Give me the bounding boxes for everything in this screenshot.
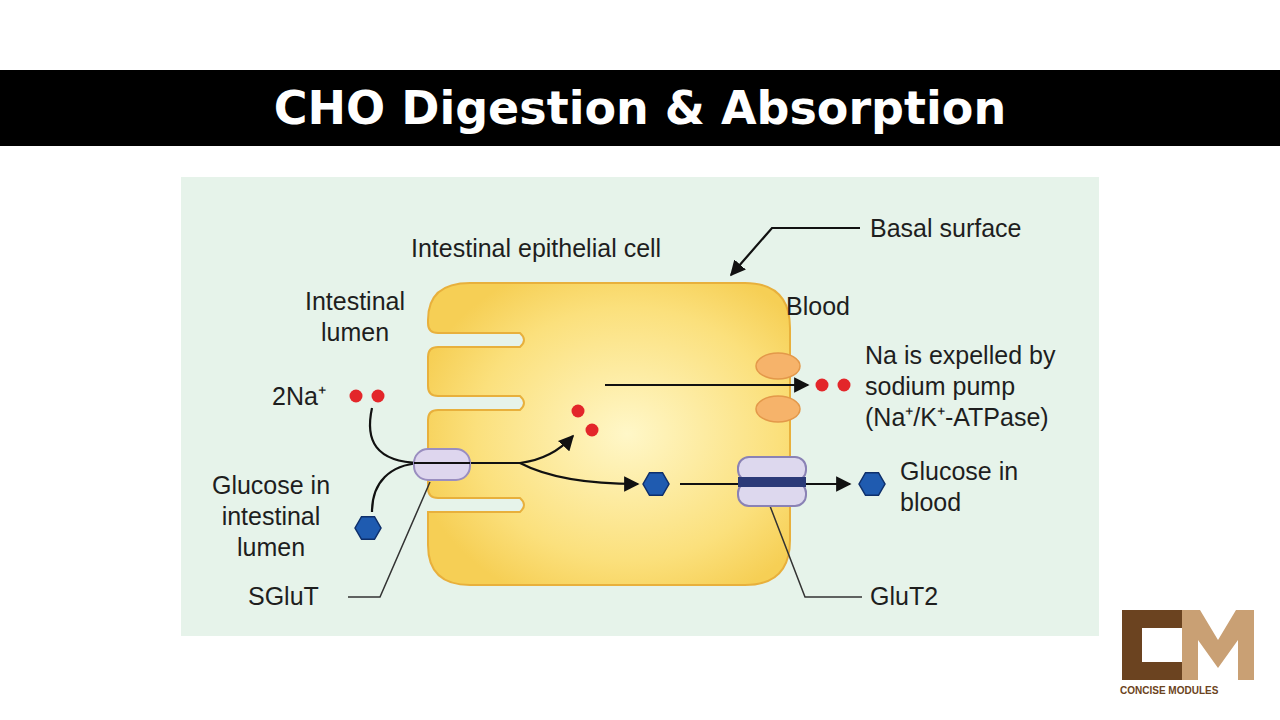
glucose-molecule xyxy=(643,473,669,496)
ion-label: 2Na⁺ xyxy=(272,381,344,412)
region-label: Blood xyxy=(786,291,876,322)
transporter-label: GluT2 xyxy=(870,581,966,612)
pointer-label: Basal surface xyxy=(870,213,1090,244)
sodium-ion xyxy=(372,390,385,403)
cell-label: Intestinal epithelial cell xyxy=(411,233,831,264)
logo-text: CONCISE MODULES xyxy=(1120,684,1270,698)
sodium-ion xyxy=(838,379,851,392)
glucose-molecule xyxy=(859,473,885,496)
glucose-arrow xyxy=(520,463,638,484)
molecule-label: Glucose in intestinal lumen xyxy=(196,470,346,563)
sglut-transporter xyxy=(414,449,470,480)
sodium-pump-arrow xyxy=(605,384,808,386)
molecule-label: Glucose in blood xyxy=(900,456,1050,518)
basal-pointer xyxy=(731,228,860,275)
leader-line xyxy=(770,506,862,597)
sodium-arrow xyxy=(520,436,573,463)
sodium-ion xyxy=(816,379,829,392)
glut2-channel xyxy=(738,477,806,487)
sodium-pump xyxy=(756,353,800,379)
region-label: Intestinal lumen xyxy=(284,286,426,348)
title: CHO Digestion & Absorption xyxy=(0,70,1280,146)
sodium-ion xyxy=(350,390,363,403)
sodium-pump xyxy=(756,396,800,422)
logo xyxy=(1120,608,1256,682)
annotation: Na is expelled by sodium pump (Na⁺/K⁺-AT… xyxy=(865,340,1065,433)
sodium-ion xyxy=(586,424,599,437)
leader-line xyxy=(348,482,430,597)
cotransport-line xyxy=(414,462,470,464)
sodium-path xyxy=(370,408,420,463)
sodium-ion xyxy=(572,405,585,418)
epithelial-cell xyxy=(428,283,790,585)
glucose-molecule xyxy=(355,517,381,540)
glucose-path xyxy=(372,463,420,512)
transporter-label: SGluT xyxy=(248,581,344,612)
